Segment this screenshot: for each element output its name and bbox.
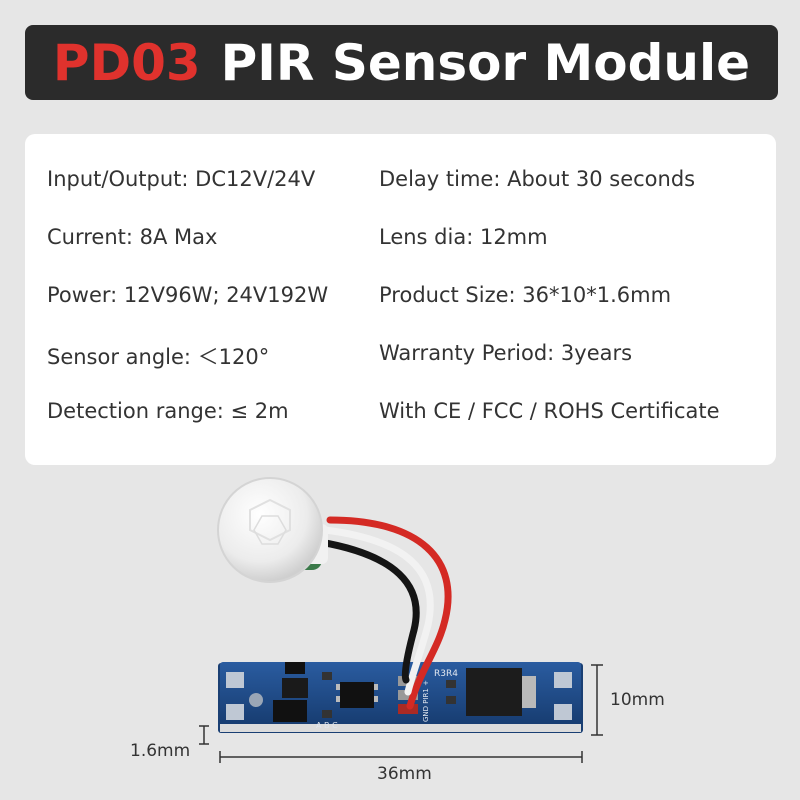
product-name: PIR Sensor Module (220, 33, 751, 92)
pcb-board (218, 662, 583, 733)
product-code: PD03 (52, 33, 201, 92)
spec-card: Input/Output: DC12V/24V Current: 8A Max … (25, 134, 776, 465)
spec-power: Power: 12V96W; 24V192W (47, 283, 329, 307)
dimension-thickness (199, 725, 209, 745)
spec-lens-dia: Lens dia: 12mm (379, 225, 548, 249)
spec-current: Current: 8A Max (47, 225, 218, 249)
pcb-label-abc: A B C (316, 721, 338, 730)
dimension-height (591, 664, 603, 736)
spec-product-size: Product Size: 36*10*1.6mm (379, 283, 672, 307)
spec-warranty: Warranty Period: 3years (379, 341, 633, 365)
spec-detection-range: Detection range: ≤ 2m (47, 399, 289, 423)
sensor-wires (316, 516, 452, 710)
dimension-label-height: 10mm (610, 690, 665, 710)
pcb-label-pir: GND PIR1 + (422, 680, 430, 722)
title-banner: PD03 PIR Sensor Module (25, 25, 778, 100)
dimension-label-thickness: 1.6mm (130, 741, 191, 761)
pir-sensor-head (217, 477, 328, 583)
pcb-label-r3r4: R3R4 (434, 669, 458, 679)
spec-delay-time: Delay time: About 30 seconds (379, 167, 696, 191)
spec-certificate: With CE / FCC / ROHS Certificate (379, 399, 720, 423)
spec-input-output: Input/Output: DC12V/24V (47, 167, 316, 191)
spec-sensor-angle: Sensor angle: ＜120° (47, 345, 270, 369)
dimension-label-length: 36mm (377, 764, 432, 784)
dimension-length (219, 751, 583, 763)
product-illustration: R3R4 GND PIR1 + A B C (199, 477, 603, 763)
